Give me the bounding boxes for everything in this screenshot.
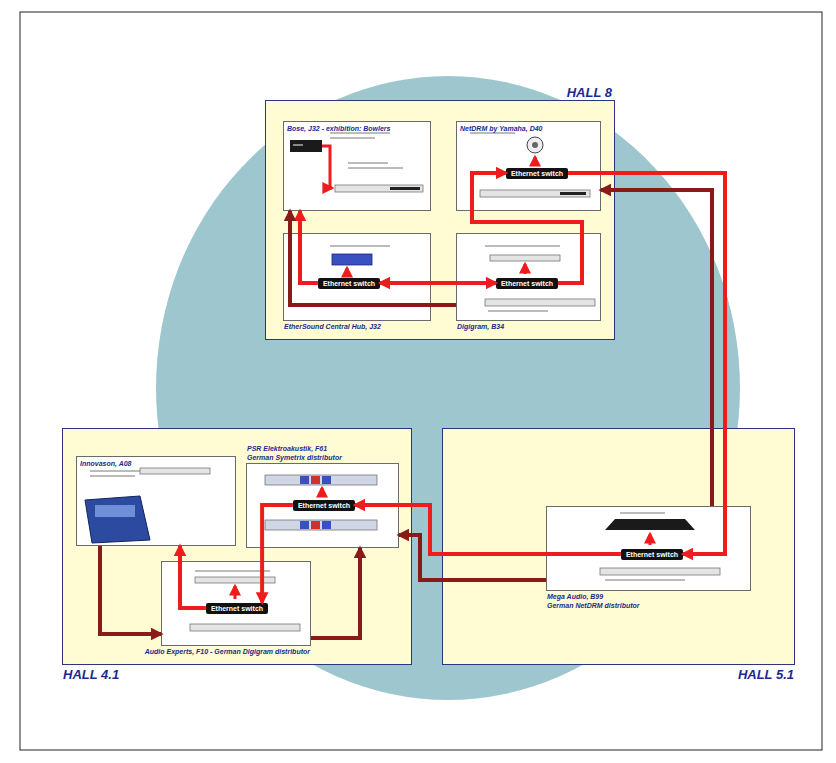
network-link bbox=[355, 505, 621, 554]
innovason-console bbox=[85, 468, 210, 543]
psr-devices bbox=[265, 475, 377, 530]
exhibitor-title: Mega Audio, B99 bbox=[547, 592, 640, 601]
audio-link bbox=[399, 535, 546, 580]
switch-label: Ethernet switch bbox=[511, 169, 563, 178]
exhibitor-box: NetDRM by Yamaha, D40Ethernet switch bbox=[456, 121, 601, 211]
exhibitor-title: Bose, J32 - exhibition: Bowlers bbox=[287, 124, 390, 133]
digigram-devices bbox=[485, 245, 595, 312]
exhibitor-box: Bose, J32 - exhibition: Bowlers bbox=[283, 121, 431, 211]
exhibitor-title: Digigram, B34 bbox=[457, 322, 504, 331]
switch-label: Ethernet switch bbox=[211, 604, 263, 613]
title-block: Audio Experts, F10 - German Digigram dis… bbox=[145, 647, 310, 656]
audio-link bbox=[100, 546, 161, 634]
audio-experts-devices bbox=[190, 570, 300, 631]
title-block: NetDRM by Yamaha, D40 bbox=[460, 124, 542, 133]
hall-label: HALL 5.1 bbox=[738, 667, 794, 682]
ethernet-switch: Ethernet switch bbox=[318, 278, 380, 289]
switch-label: Ethernet switch bbox=[323, 279, 375, 288]
title-block: PSR Elektroakustik, F61German Symetrix d… bbox=[247, 444, 342, 462]
audio-link bbox=[290, 211, 456, 305]
title-block: HALL 8 bbox=[567, 85, 612, 100]
title-block: HALL 5.1 bbox=[738, 667, 794, 682]
hall-panel: HALL 5.1Mega Audio, B99German NetDRM dis… bbox=[442, 428, 795, 665]
exhibitor-title: EtherSound Central Hub, J32 bbox=[284, 322, 381, 331]
network-link bbox=[300, 211, 318, 283]
exhibitor-box: Audio Experts, F10 - German Digigram dis… bbox=[161, 561, 311, 646]
exhibitor-title: Audio Experts, F10 - German Digigram dis… bbox=[145, 647, 310, 656]
netdrm-devices bbox=[470, 132, 590, 197]
title-block: Mega Audio, B99German NetDRM distributor bbox=[547, 592, 640, 610]
network-link bbox=[472, 173, 582, 283]
hall-label: HALL 8 bbox=[567, 85, 612, 100]
network-link bbox=[180, 546, 206, 608]
ethernet-switch: Ethernet switch bbox=[496, 278, 558, 289]
audio-link bbox=[601, 190, 712, 506]
hub-devices bbox=[330, 245, 390, 274]
bose-devices bbox=[290, 132, 423, 192]
switch-label: Ethernet switch bbox=[298, 501, 350, 510]
mega-audio-devices bbox=[600, 512, 720, 581]
exhibitor-title: NetDRM by Yamaha, D40 bbox=[460, 124, 542, 133]
audio-link bbox=[311, 548, 360, 638]
ethernet-switch: Ethernet switch bbox=[621, 549, 683, 560]
title-block: HALL 4.1 bbox=[63, 667, 119, 682]
network-link bbox=[262, 505, 293, 603]
title-block: Innovason, A08 bbox=[80, 459, 131, 468]
title-block: Bose, J32 - exhibition: Bowlers bbox=[287, 124, 390, 133]
exhibitor-title: German Symetrix distributor bbox=[247, 453, 342, 462]
ethernet-switch: Ethernet switch bbox=[293, 500, 355, 511]
network-link bbox=[380, 281, 496, 285]
frame bbox=[20, 12, 822, 750]
exhibitor-title: PSR Elektroakustik, F61 bbox=[247, 444, 342, 453]
switch-label: Ethernet switch bbox=[501, 279, 553, 288]
title-block: EtherSound Central Hub, J32 bbox=[284, 322, 381, 331]
exhibitor-title: German NetDRM distributor bbox=[547, 601, 640, 610]
network-link bbox=[568, 173, 725, 554]
switch-label: Ethernet switch bbox=[626, 550, 678, 559]
ethernet-switch: Ethernet switch bbox=[206, 603, 268, 614]
ethernet-switch: Ethernet switch bbox=[506, 168, 568, 179]
exhibitor-box: Mega Audio, B99German NetDRM distributor… bbox=[546, 506, 751, 591]
hall-label: HALL 4.1 bbox=[63, 667, 119, 682]
title-block: Digigram, B34 bbox=[457, 322, 504, 331]
exhibitor-title: Innovason, A08 bbox=[80, 459, 131, 468]
